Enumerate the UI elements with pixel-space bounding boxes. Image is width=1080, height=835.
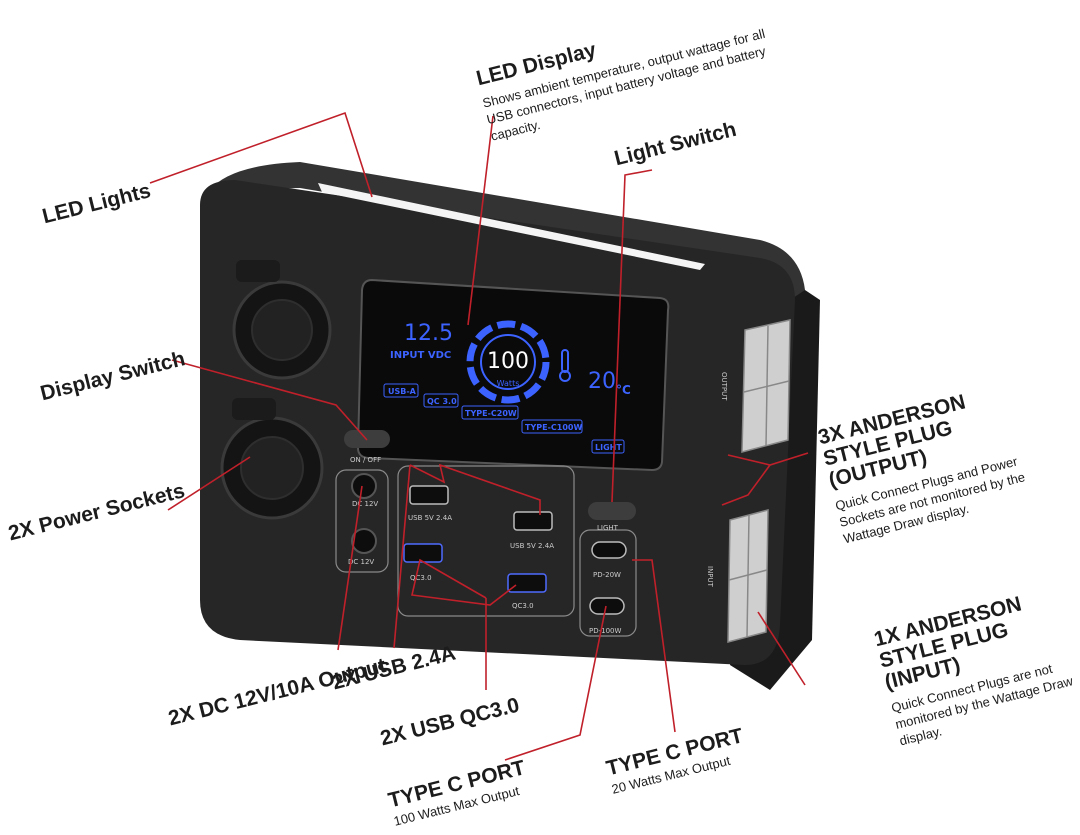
usb-c-port-20w bbox=[591, 541, 627, 559]
indicator-type-c-20w: TYPE-C20W bbox=[465, 409, 517, 418]
label-pd-20w: PD-20W bbox=[593, 571, 621, 579]
usb-c-port-100w bbox=[589, 597, 625, 615]
label-light: LIGHT bbox=[597, 524, 619, 532]
dc-port-2 bbox=[351, 528, 377, 554]
display-temperature: 20 bbox=[588, 369, 616, 394]
label-usb-left: USB 5V 2.4A bbox=[408, 514, 452, 522]
display-watts-unit: Watts bbox=[497, 379, 520, 388]
display-temp-unit: °C bbox=[616, 383, 631, 397]
led-light-strip bbox=[318, 183, 705, 270]
led-display-screen bbox=[356, 278, 670, 472]
label-pd-100w: PD-100W bbox=[589, 627, 621, 635]
usb-a-port-2 bbox=[513, 511, 553, 531]
usb-qc-port-1 bbox=[403, 543, 443, 563]
label-side-output: OUTPUT bbox=[720, 372, 728, 401]
label-qc-left: QC3.0 bbox=[410, 574, 432, 582]
usb-qc-port-2 bbox=[507, 573, 547, 593]
indicator-type-c-100w: TYPE-C100W bbox=[525, 423, 582, 432]
label-usb-right: USB 5V 2.4A bbox=[510, 542, 554, 550]
display-input-label: INPUT VDC bbox=[390, 350, 451, 361]
label-dc-1: DC 12V bbox=[352, 500, 378, 508]
label-dc-2: DC 12V bbox=[348, 558, 374, 566]
indicator-usb-a: USB-A bbox=[388, 387, 417, 396]
indicator-light: LIGHT bbox=[595, 443, 622, 452]
display-input-voltage: 12.5 bbox=[404, 321, 453, 346]
anderson-output-plug bbox=[741, 319, 791, 453]
indicator-qc: QC 3.0 bbox=[427, 397, 457, 406]
display-switch-button bbox=[344, 430, 390, 448]
light-switch-button bbox=[588, 502, 636, 520]
label-qc-right: QC3.0 bbox=[512, 602, 534, 610]
label-side-input: INPUT bbox=[706, 566, 714, 588]
display-watts-value: 100 bbox=[487, 349, 529, 374]
usb-a-port-1 bbox=[409, 485, 449, 505]
dc-port-1 bbox=[351, 473, 377, 499]
label-on-off: ON / OFF bbox=[350, 456, 381, 464]
anderson-input-plug bbox=[727, 509, 769, 643]
